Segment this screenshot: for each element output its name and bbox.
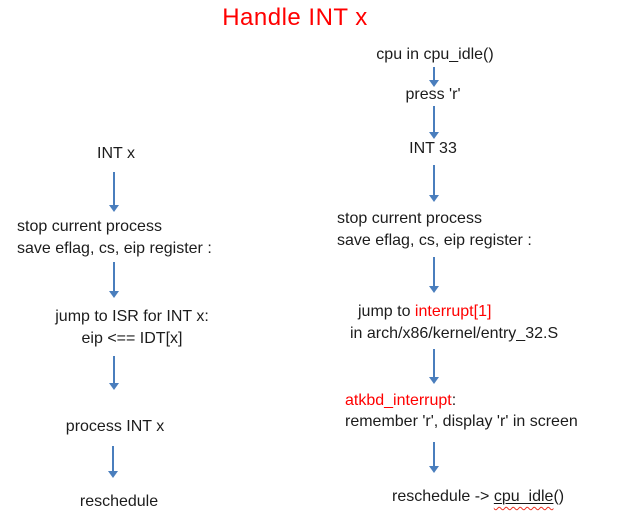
left-stop-line2: save eflag, cs, eip register : xyxy=(17,240,212,257)
left-jump-line1: jump to ISR for INT x: xyxy=(55,308,209,325)
right-node-stop-save: stop current process save eflag, cs, eip… xyxy=(337,208,532,252)
right-node-reschedule: reschedule -> cpu_idle() xyxy=(392,486,564,508)
down-arrow-icon xyxy=(109,356,119,390)
right-resched-squiggle: cpu_idle xyxy=(494,488,554,505)
left-node-jump-isr: jump to ISR for INT x: eip <== IDT[x] xyxy=(32,306,232,350)
left-node-int-x: INT x xyxy=(97,145,135,162)
right-jump-line1: jump to interrupt[1] xyxy=(350,301,558,323)
down-arrow-icon xyxy=(429,349,439,384)
page-title: Handle INT x xyxy=(222,4,368,31)
left-node-process: process INT x xyxy=(65,418,165,435)
down-arrow-icon xyxy=(109,172,119,212)
down-arrow-icon xyxy=(429,442,439,473)
right-stop-line1: stop current process xyxy=(337,210,482,227)
down-arrow-icon xyxy=(429,257,439,293)
right-handler-name: atkbd_interrupt xyxy=(345,392,452,409)
right-handler-line2: remember 'r', display 'r' in screen xyxy=(345,413,578,430)
right-node-jump-interrupt: jump to interrupt[1] in arch/x86/kernel/… xyxy=(350,301,558,345)
left-jump-line2: eip <== IDT[x] xyxy=(81,330,183,347)
right-jump-prefix: jump to xyxy=(358,303,415,320)
down-arrow-icon xyxy=(429,165,439,202)
left-node-stop-save: stop current process save eflag, cs, eip… xyxy=(17,216,212,260)
right-node-atkbd: atkbd_interrupt: remember 'r', display '… xyxy=(345,390,578,432)
right-handler-line1: atkbd_interrupt: xyxy=(345,390,578,411)
down-arrow-icon xyxy=(108,446,118,478)
right-jump-highlight: interrupt[1] xyxy=(414,303,492,320)
right-stop-line2: save eflag, cs, eip register : xyxy=(337,232,532,249)
down-arrow-icon xyxy=(429,67,439,87)
right-node-press-r: press 'r' xyxy=(405,86,461,103)
right-resched-link: cpu_idle xyxy=(493,488,554,505)
right-jump-line2: in arch/x86/kernel/entry_32.S xyxy=(350,325,559,342)
down-arrow-icon xyxy=(429,106,439,139)
left-stop-line1: stop current process xyxy=(17,218,162,235)
left-node-reschedule: reschedule xyxy=(79,493,159,510)
down-arrow-icon xyxy=(109,262,119,298)
right-resched-prefix: reschedule -> xyxy=(392,488,494,505)
right-node-int-33: INT 33 xyxy=(409,140,457,157)
right-node-cpu-idle: cpu in cpu_idle() xyxy=(376,46,494,63)
right-handler-colon: : xyxy=(451,392,457,409)
right-resched-suffix: () xyxy=(553,488,565,505)
